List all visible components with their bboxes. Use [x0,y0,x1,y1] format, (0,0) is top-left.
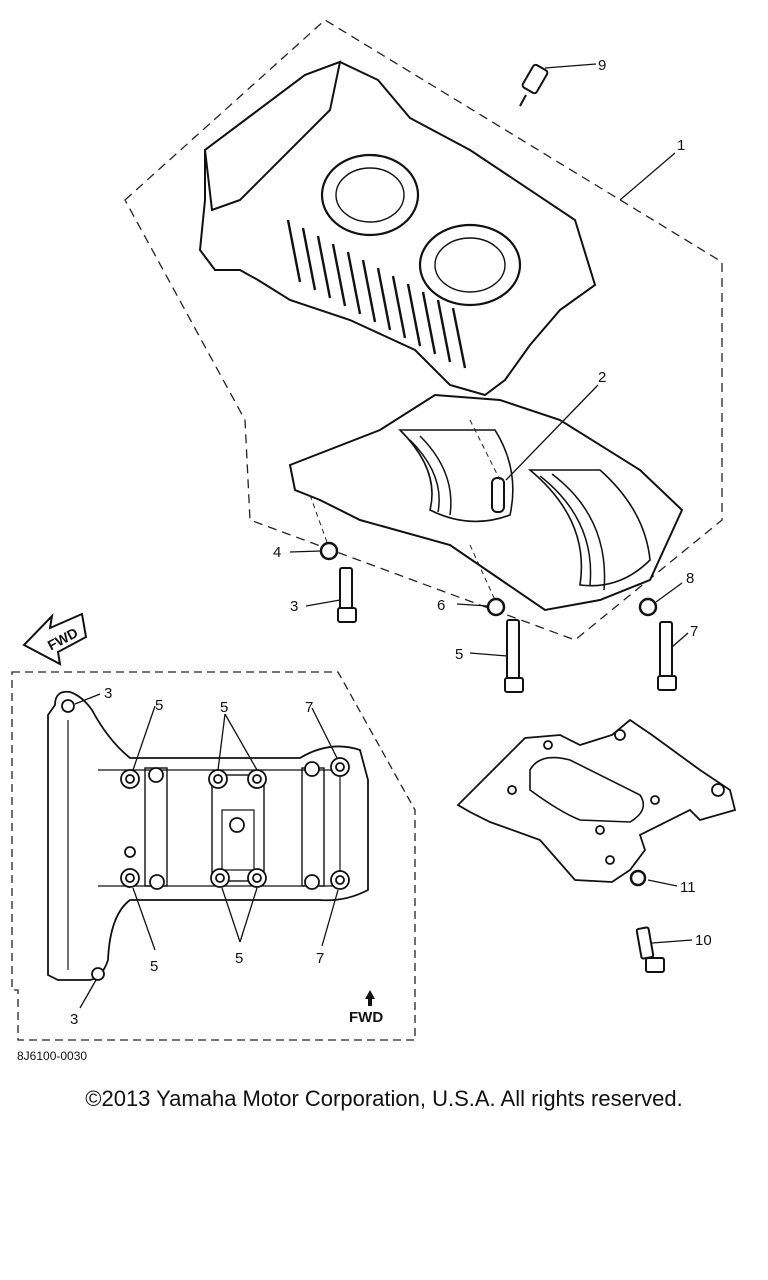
dowel-pin-part-2 [491,477,505,513]
inset-bolt-holes [61,699,350,981]
fitting-part-9 [519,63,549,107]
bolt-part-3 [337,567,357,623]
inset-leader-lines [74,693,339,1009]
inset-callout-7-bottom: 7 [316,950,324,967]
washer-part-11 [629,869,647,887]
inset-callout-5-top-mid: 5 [220,699,228,716]
callout-2: 2 [598,369,606,386]
fwd-arrow: FWD [22,612,88,666]
inset-crankcase-bottom-view [47,690,369,981]
callout-6: 6 [437,597,445,614]
callout-5: 5 [455,646,463,663]
lower-crankcase [288,393,684,612]
washer-part-4 [319,541,339,561]
inset-callout-5-top-left: 5 [155,697,163,714]
washer-part-8 [638,597,658,617]
diagram-code: 8J6100-0030 [17,1049,87,1063]
callout-9: 9 [598,57,606,74]
callout-4: 4 [273,544,281,561]
copyright-notice: ©2013 Yamaha Motor Corporation, U.S.A. A… [85,1086,683,1111]
bolt-part-7 [657,621,677,691]
upper-crankcase [198,60,597,397]
inset-fwd-label: FWD [349,1009,383,1026]
bracket-plate [456,718,737,883]
cooling-fins [286,219,467,369]
alignment-lines [309,419,501,601]
inset-fwd-arrow [365,990,375,1006]
callout-11: 11 [680,879,696,896]
bolt-part-5 [504,619,524,693]
callout-7: 7 [690,623,698,640]
inset-callout-5-bottom-mid: 5 [235,950,243,967]
inset-callout-5-bottom-left: 5 [150,958,158,975]
leader-lines [289,63,693,944]
crankcase-diagram: FWD [11,19,737,1063]
callout-10: 10 [695,932,712,949]
bolt-part-10 [635,926,665,973]
callout-1: 1 [677,137,685,154]
inset-callout-7-top: 7 [305,699,313,716]
bearing-arcs [409,435,606,591]
inset-callout-3-top: 3 [104,685,112,702]
callout-3: 3 [290,598,298,615]
callout-8: 8 [686,570,694,587]
inset-boundary-dashed [11,671,416,1041]
washer-part-6 [486,597,506,617]
inset-callout-3-bottom: 3 [70,1011,78,1028]
